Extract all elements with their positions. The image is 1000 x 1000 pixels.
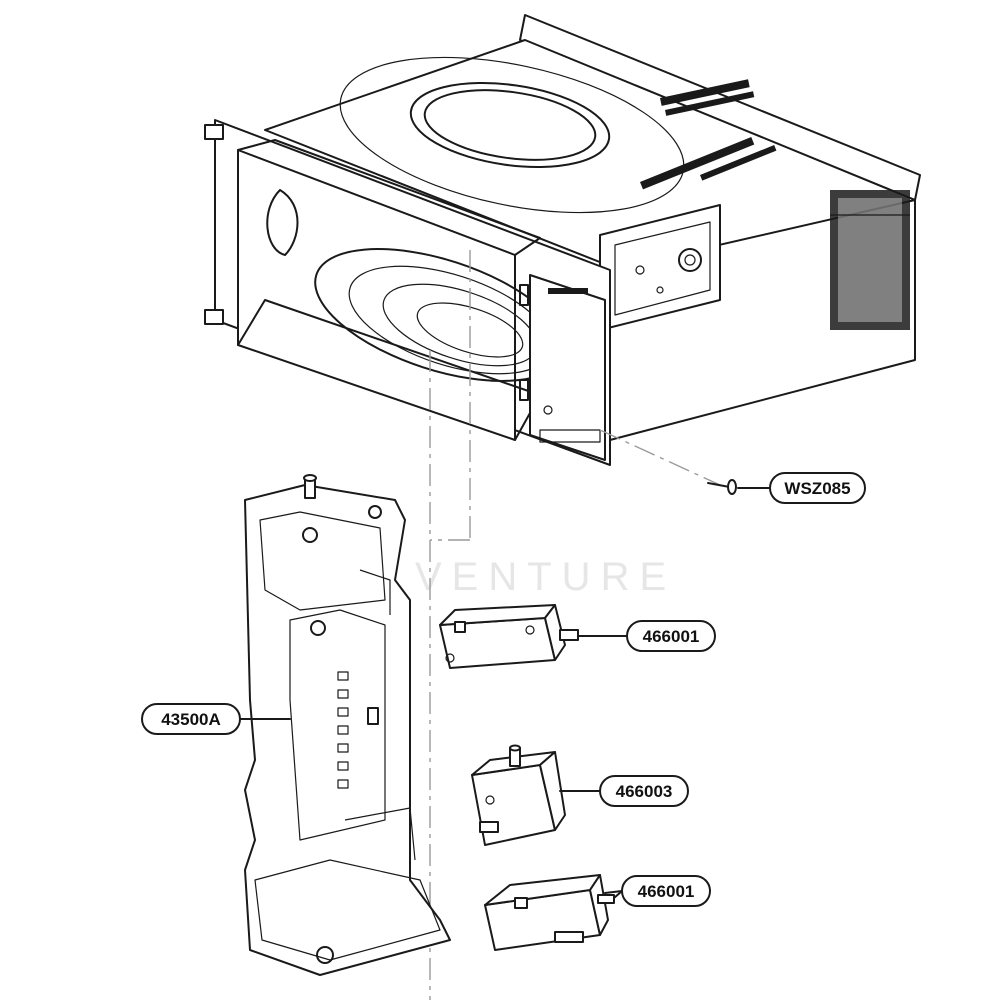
callout-label: 466003: [616, 782, 673, 801]
screw-part: [707, 479, 737, 495]
top-vent-slots: [640, 79, 777, 190]
microswitch-466001-top: [439, 604, 579, 669]
callout-label: 466001: [638, 882, 695, 901]
callout-label: 466001: [643, 627, 700, 646]
callout-43500a: 43500A: [141, 703, 241, 735]
latch-ratchet-teeth: [337, 671, 349, 789]
side-vent-grille: [830, 190, 910, 330]
watermark-text: VENTURE: [415, 555, 676, 599]
microswitch-466001-bottom: [484, 874, 615, 951]
callout-wsz085: WSZ085: [769, 472, 866, 504]
callout-466001-bottom: 466001: [621, 875, 711, 907]
callout-label: 43500A: [161, 710, 221, 729]
latch-bracket-part: [244, 474, 451, 976]
assembly-center-lines: [429, 250, 721, 1000]
callout-label: WSZ085: [784, 479, 850, 498]
microwave-cavity-assembly: [204, 14, 921, 466]
leader-lines: [239, 487, 771, 899]
callout-466001-top: 466001: [626, 620, 716, 652]
microswitch-466003: [471, 744, 566, 846]
interlock-mount-strip: [519, 274, 606, 461]
callout-466003: 466003: [599, 775, 689, 807]
